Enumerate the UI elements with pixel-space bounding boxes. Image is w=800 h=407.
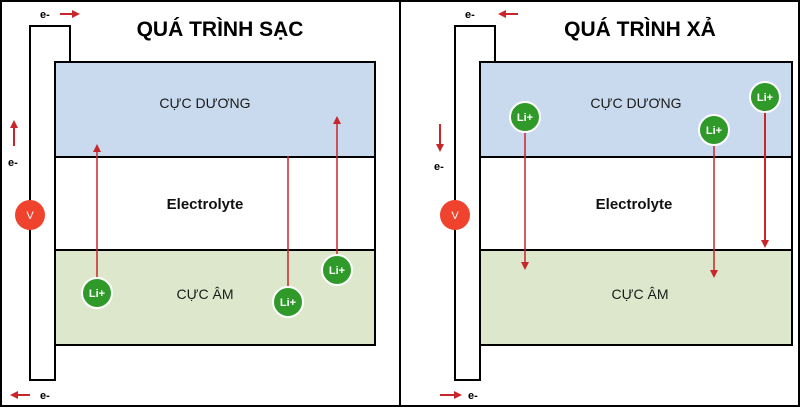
discharge-electron-side: e- (434, 161, 444, 173)
discharge-li-ion-2 (698, 114, 730, 146)
charge-electron-bottom: e- (40, 390, 50, 402)
charge-electrolyte-label: Electrolyte (167, 196, 244, 213)
charge-electron-side: e- (8, 157, 18, 169)
charge-voltmeter (15, 200, 45, 230)
discharge-negative-label: CỰC ÂM (611, 286, 668, 302)
discharge-voltmeter (440, 200, 470, 230)
discharge-li-ion-1-label: Li+ (517, 112, 533, 124)
discharge-li-ion-1 (509, 101, 541, 133)
discharge-electrolyte-label: Electrolyte (596, 196, 673, 213)
discharge-electron-top: e- (465, 9, 475, 21)
discharge-voltmeter-label: V (451, 210, 459, 222)
charge-li-ion-3 (321, 254, 353, 286)
charge-positive-electrode (54, 61, 376, 158)
charge-li-ion-3-label: Li+ (329, 265, 345, 277)
discharge-li-ion-3-label: Li+ (757, 92, 773, 104)
discharge-negative-electrode (479, 249, 793, 346)
charge-positive-label: CỰC DƯƠNG (159, 95, 250, 111)
discharge-electron-bottom: e- (468, 390, 478, 402)
charge-li-ion-2-label: Li+ (280, 297, 296, 309)
charge-electrolyte (54, 156, 376, 251)
discharge-panel: QUÁ TRÌNH XẢ e- e- V e- CỰC DƯƠNG Electr… (434, 9, 793, 402)
charge-title: QUÁ TRÌNH SẠC (137, 18, 304, 41)
charge-li-ion-1 (81, 277, 113, 309)
discharge-title: QUÁ TRÌNH XẢ (564, 18, 716, 41)
discharge-electrolyte (479, 156, 793, 251)
charge-negative-label: CỰC ÂM (176, 286, 233, 302)
discharge-positive-label: CỰC DƯƠNG (590, 95, 681, 111)
charge-electron-top: e- (40, 9, 50, 21)
discharge-li-ion-2-label: Li+ (706, 125, 722, 137)
charge-li-ion-2 (272, 286, 304, 318)
charge-panel: QUÁ TRÌNH SẠC e- e- V e- CỰC DƯƠNG Elect… (8, 9, 376, 402)
charge-voltmeter-label: V (26, 210, 34, 222)
discharge-li-ion-3 (749, 81, 781, 113)
charge-li-ion-1-label: Li+ (89, 288, 105, 300)
